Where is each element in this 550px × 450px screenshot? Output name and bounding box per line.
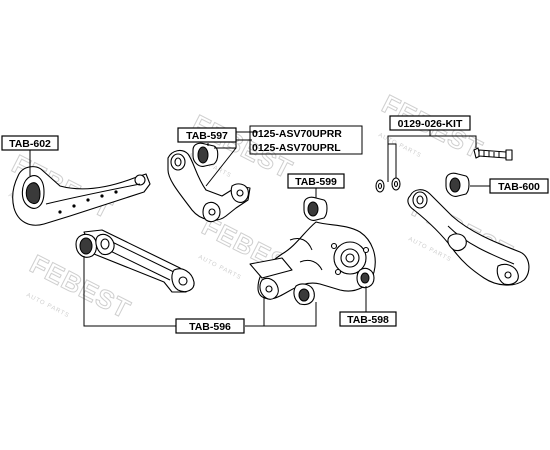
upper-control-arm bbox=[167, 142, 251, 223]
callout-tab-597: TAB-597 bbox=[177, 127, 237, 143]
label-tab-599: TAB-599 bbox=[295, 176, 337, 188]
label-tab-600: TAB-600 bbox=[498, 181, 540, 193]
trailing-arm bbox=[12, 166, 151, 226]
lower-arm-assembly bbox=[375, 147, 530, 286]
watermark-subtitle: AUTO PARTS bbox=[197, 254, 242, 281]
label-tab-602: TAB-602 bbox=[9, 138, 51, 150]
callout-tab-600: TAB-600 bbox=[489, 178, 549, 194]
leader-lines bbox=[29, 130, 490, 327]
callout-tab-596: TAB-596 bbox=[175, 318, 245, 334]
callout-upper-arm: 0125-ASV70UPRR 0125-ASV70UPRL bbox=[249, 125, 363, 155]
knuckle-assembly bbox=[249, 196, 376, 306]
callout-tab-599: TAB-599 bbox=[287, 173, 345, 189]
label-0125-asv70uprl: 0125-ASV70UPRL bbox=[252, 142, 341, 154]
callout-tab-598: TAB-598 bbox=[339, 311, 397, 327]
label-0125-asv70uprr: 0125-ASV70UPRR bbox=[252, 128, 342, 140]
label-0129-026-kit: 0129-026-KIT bbox=[398, 118, 463, 130]
label-tab-596: TAB-596 bbox=[189, 321, 231, 333]
callout-0129-026-kit: 0129-026-KIT bbox=[389, 115, 471, 131]
watermark-subtitle: AUTO PARTS bbox=[25, 292, 70, 319]
lateral-link bbox=[75, 229, 195, 293]
label-tab-597: TAB-597 bbox=[186, 130, 228, 142]
label-tab-598: TAB-598 bbox=[347, 314, 389, 326]
callout-tab-602: TAB-602 bbox=[1, 135, 59, 151]
